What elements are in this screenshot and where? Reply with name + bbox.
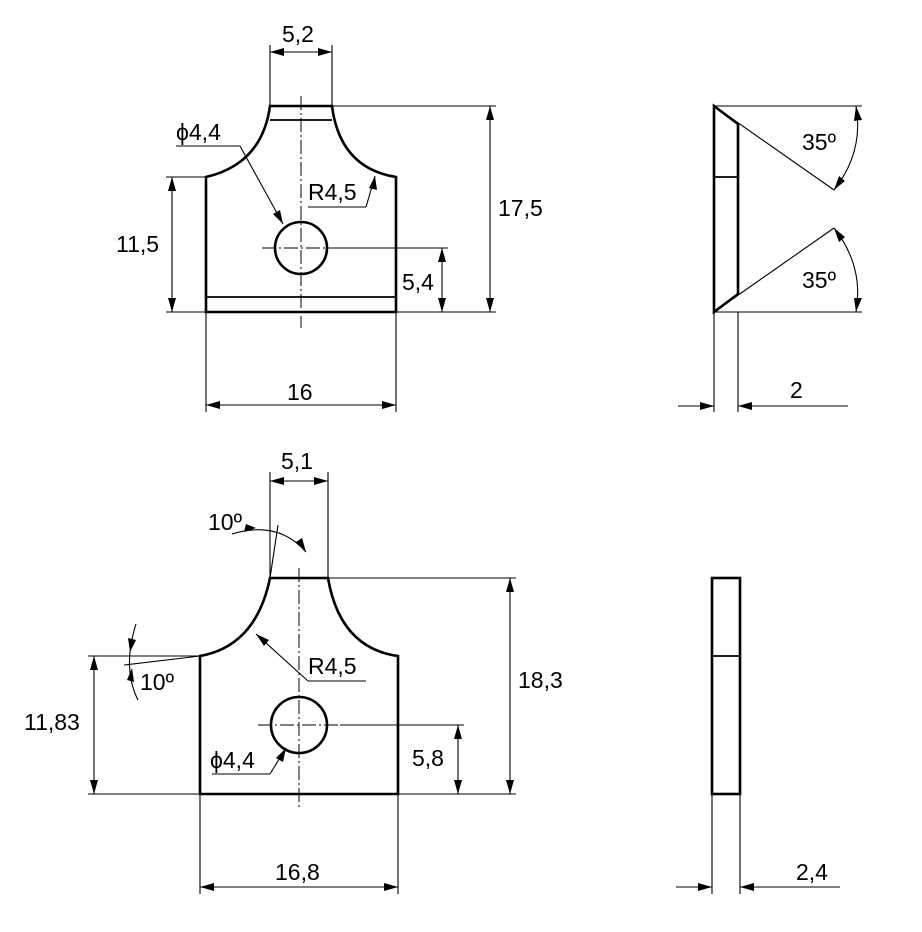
- bottom-front-view: 5,1 10º 10º R4,5 18,3 11,83: [24, 448, 563, 894]
- bottom-side-outline: [710, 576, 742, 796]
- top-front-view: 5,2 ϕ4,4 R4,5 11,5 17,5 5,4: [116, 21, 543, 412]
- dim-angle-top-2: 10º: [208, 509, 243, 535]
- dim-radius-2: R4,5: [308, 653, 357, 679]
- dim-radius: R4,5: [308, 179, 357, 205]
- dim-hole-diameter-2: ϕ4,4: [210, 747, 255, 773]
- dim-base-width-2: 16,8: [275, 859, 320, 885]
- dim-total-height: 17,5: [498, 195, 543, 221]
- dim-thickness: 2: [790, 377, 803, 403]
- dim-hole-height: 5,4: [402, 269, 434, 295]
- dim-base-width: 16: [287, 379, 313, 405]
- dim-top-width: 5,2: [282, 21, 314, 47]
- bottom-side-view: 2,4: [676, 576, 840, 894]
- top-side-view: 35º 35º 2: [678, 103, 862, 412]
- dim-angle-bottom: 35º: [802, 267, 837, 293]
- dim-thickness-2: 2,4: [796, 859, 828, 885]
- dim-angle-top: 35º: [802, 129, 837, 155]
- dim-shoulder-height-2: 11,83: [24, 709, 80, 735]
- dim-total-height-2: 18,3: [518, 667, 563, 693]
- dim-angle-side: 10º: [140, 669, 175, 695]
- dim-top-width-2: 5,1: [281, 448, 313, 474]
- dim-shoulder-height: 11,5: [116, 231, 159, 257]
- dim-hole-diameter: ϕ4,4: [176, 119, 221, 145]
- top-side-outline: [712, 103, 740, 315]
- dim-hole-height-2: 5,8: [412, 745, 444, 771]
